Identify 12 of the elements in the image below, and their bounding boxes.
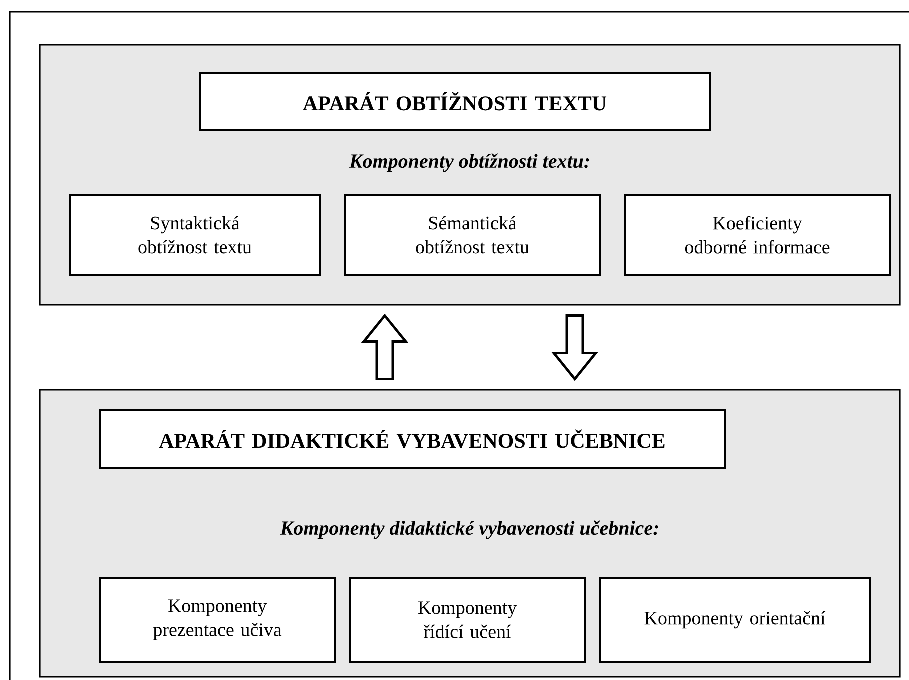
- title-box: APARÁT DIDAKTICKÉ VYBAVENOSTI UČEBNICE: [99, 409, 726, 469]
- component-box: Komponenty řídící učení: [349, 577, 586, 663]
- component-box: Sémantická obtížnost textu: [344, 194, 601, 276]
- component-box: Syntaktická obtížnost textu: [69, 194, 321, 276]
- title-box: APARÁT OBTÍŽNOSTI TEXTU: [199, 72, 711, 131]
- block-arrow: [551, 314, 599, 382]
- block-arrow: [361, 314, 409, 380]
- component-box: Komponenty orientační: [599, 577, 872, 663]
- group-heading: Komponenty obtížnosti textu:: [349, 154, 590, 172]
- component-box: Komponenty prezentace učiva: [99, 577, 336, 663]
- group-heading: Komponenty didaktické vybavenosti učebnice:: [280, 520, 658, 540]
- component-box: Koeficienty odborné informace: [624, 194, 892, 276]
